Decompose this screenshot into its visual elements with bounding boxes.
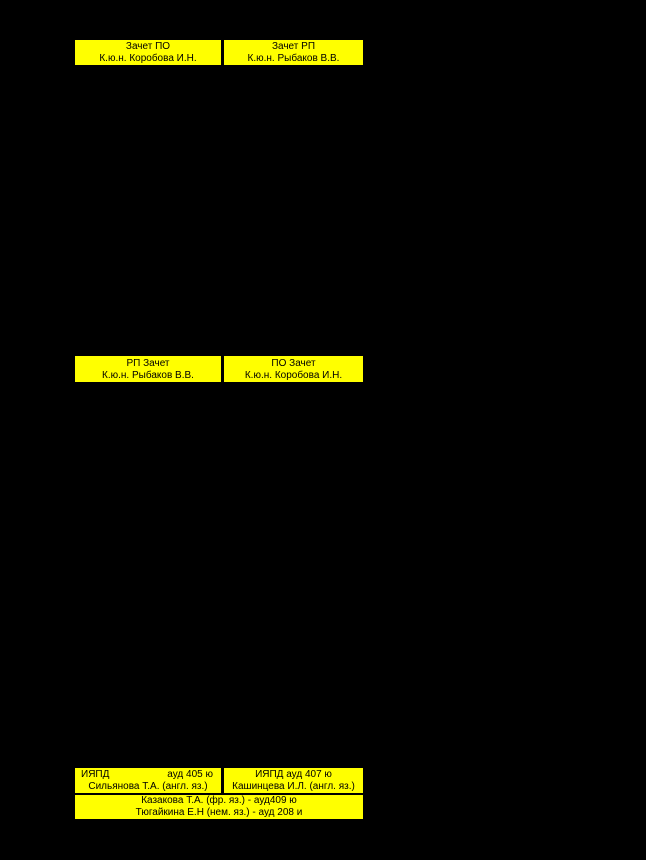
cell-subject-row: ИЯПД ауд 405 ю	[75, 769, 221, 781]
cell-subject: РП Зачет	[126, 358, 170, 369]
cell-teacher: К.ю.н. Коробова И.Н.	[99, 53, 197, 64]
schedule-cell-zachet-rp: Зачет РП К.ю.н. Рыбаков В.В.	[224, 40, 363, 65]
schedule-cell-other-languages: Казакова Т.А. (фр. яз.) - ауд409 ю Тюгай…	[75, 795, 363, 819]
cell-teacher: К.ю.н. Коробова И.Н.	[244, 370, 343, 381]
cell-subject: ИЯПД ауд 407 ю	[255, 769, 332, 780]
cell-subject: ПО Зачет	[271, 358, 316, 369]
schedule-cell-po-zachet: ПО Зачет К.ю.н. Коробова И.Н.	[224, 356, 363, 382]
cell-teacher: Сильянова Т.А. (англ. яз.)	[88, 781, 208, 792]
schedule-cell-zachet-po: Зачет ПО К.ю.н. Коробова И.Н.	[75, 40, 221, 65]
cell-teacher: К.ю.н. Рыбаков В.В.	[247, 53, 340, 64]
schedule-cell-rp-zachet: РП Зачет К.ю.н. Рыбаков В.В.	[75, 356, 221, 382]
cell-teacher: Кашинцева И.Л. (англ. яз.)	[232, 781, 355, 792]
schedule-cell-iyapd-405: ИЯПД ауд 405 ю Сильянова Т.А. (англ. яз.…	[75, 768, 221, 793]
cell-subject: Зачет РП	[271, 41, 316, 52]
schedule-cell-iyapd-407: ИЯПД ауд 407 ю Кашинцева И.Л. (англ. яз.…	[224, 768, 363, 793]
cell-teacher-french: Казакова Т.А. (фр. яз.) - ауд409 ю	[141, 795, 297, 806]
cell-teacher: К.ю.н. Рыбаков В.В.	[102, 370, 194, 381]
cell-subject: ИЯПД	[81, 769, 110, 780]
cell-room: ауд 405 ю	[167, 769, 213, 780]
cell-subject: Зачет ПО	[125, 41, 171, 52]
cell-teacher-german: Тюгайкина Е.Н (нем. яз.) - ауд 208 и	[135, 807, 303, 818]
